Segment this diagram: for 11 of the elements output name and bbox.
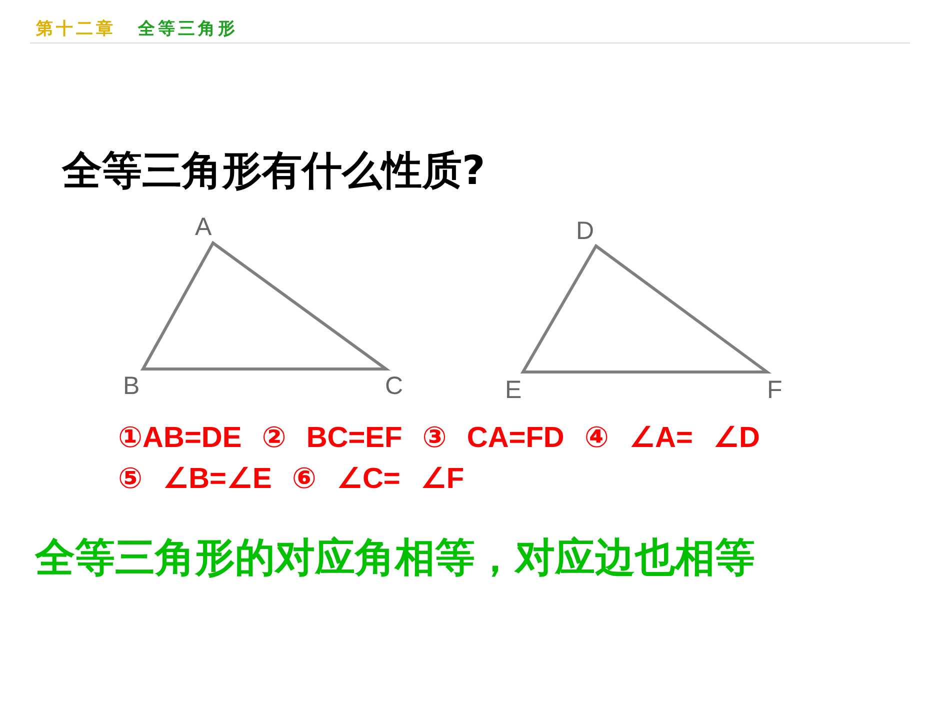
chapter-label: 第十二章 [36,20,116,40]
vertex-label: E [505,376,522,405]
vertex-label: D [576,217,594,246]
vertex-label: B [123,372,140,401]
vertex-label: A [195,213,212,242]
vertex-label: C [385,372,404,401]
property-list: ①AB=DE ② BC=EF ③ CA=FD ④ ∠A= ∠D ⑤ ∠B=∠E ⑥ ∠C= ∠F [118,418,798,500]
vertex-label: F [767,376,782,405]
chapter-title: 全等三角形 [138,20,238,40]
conclusion-text: 全等三角形的对应角相等，对应边也相等 [35,535,755,581]
slide-title: 全等三角形有什么性质? [62,148,486,194]
